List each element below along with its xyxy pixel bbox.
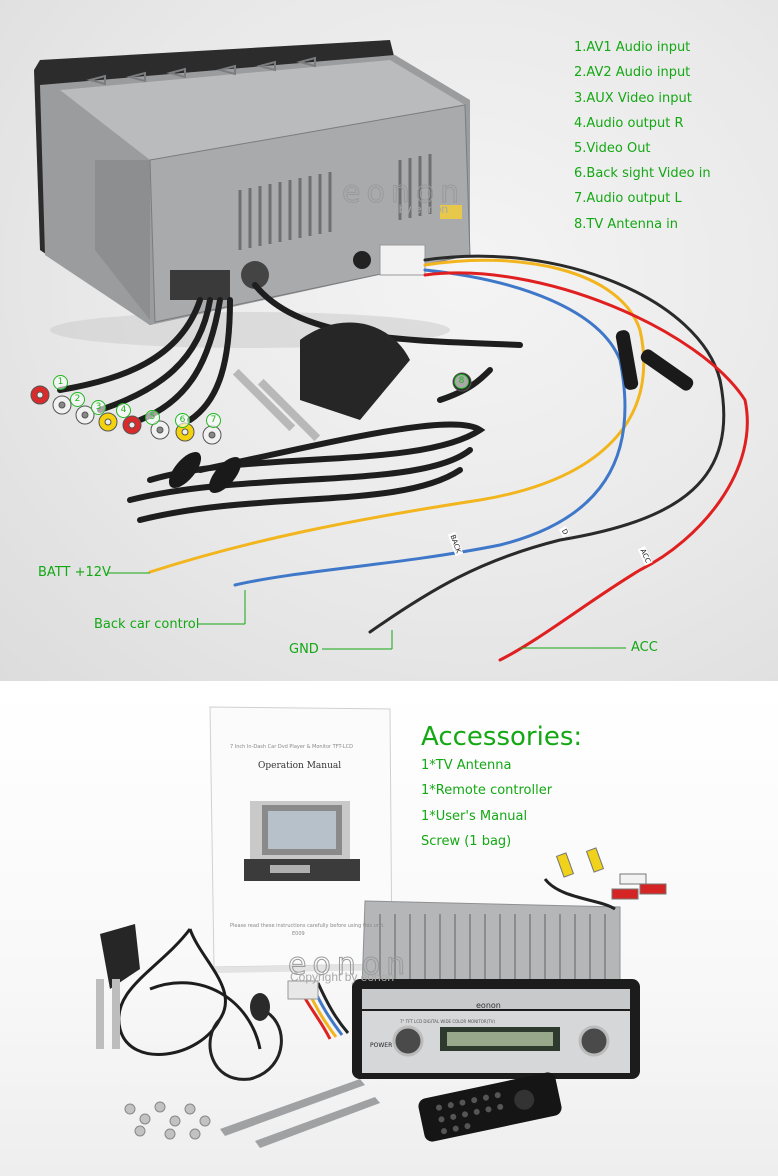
output-list-item-2: 2.AV2 Audio input bbox=[574, 65, 691, 80]
callout-acc: ACC bbox=[631, 640, 658, 655]
accessory-item-3: 1*User's Manual bbox=[421, 809, 528, 824]
manual-title: Operation Manual bbox=[258, 761, 342, 771]
output-list-item-7: 7.Audio output L bbox=[574, 191, 682, 206]
output-list-item-1: 1.AV1 Audio input bbox=[574, 40, 691, 55]
accessories-title: Accessories: bbox=[421, 722, 583, 752]
output-list-item-5: 5.Video Out bbox=[574, 141, 651, 156]
watermark-copyright: Copyright by eonon bbox=[344, 202, 449, 216]
connector-marker-6: 6 bbox=[175, 413, 190, 428]
output-list-item-6: 6.Back sight Video in bbox=[574, 166, 711, 181]
connector-marker-8: 8 bbox=[454, 374, 469, 389]
accessory-item-4: Screw (1 bag) bbox=[421, 834, 512, 849]
watermark-logo-bottom: eonon bbox=[287, 947, 412, 983]
head-unit-power-label: POWER bbox=[370, 1042, 393, 1049]
manual-model: E009 bbox=[292, 931, 305, 937]
connector-marker-2: 2 bbox=[70, 392, 85, 407]
callout-batt-12v: BATT +12V bbox=[38, 565, 111, 580]
output-list-item-8: 8.TV Antenna in bbox=[574, 217, 679, 232]
head-unit-brand: eonon bbox=[476, 1001, 501, 1010]
accessories-photo-illustration bbox=[96, 706, 667, 1148]
callout-gnd: GND bbox=[289, 642, 319, 657]
connector-marker-4: 4 bbox=[116, 403, 131, 418]
accessory-item-1: 1*TV Antenna bbox=[421, 758, 512, 773]
head-unit-panel-text: 7" TFT LCD DIGITAL WIDE COLOR MONITOR(TV… bbox=[400, 1019, 496, 1024]
accessories-photo-panel: 7 Inch In-Dash Car Dvd Player & Monitor … bbox=[0, 689, 778, 1176]
output-list-item-4: 4.Audio output R bbox=[574, 116, 684, 131]
connector-marker-7: 7 bbox=[206, 413, 221, 428]
manual-footer: Please read these instructions carefully… bbox=[230, 923, 385, 929]
panel-divider bbox=[0, 681, 778, 689]
connector-marker-5: 5 bbox=[145, 410, 160, 425]
accessory-item-2: 1*Remote controller bbox=[421, 783, 553, 798]
watermark-copyright-bottom: Copyright by eonon bbox=[290, 970, 395, 984]
manual-header: 7 Inch In-Dash Car Dvd Player & Monitor … bbox=[230, 744, 354, 750]
callout-back-car-control: Back car control bbox=[94, 617, 200, 632]
connector-marker-1: 1 bbox=[53, 375, 68, 390]
wiring-photo-panel: eonon Copyright by eonon 1 2 3 4 5 6 7 8… bbox=[0, 0, 778, 681]
watermark-logo: eonon bbox=[341, 175, 466, 211]
wiring-photo-illustration bbox=[30, 40, 749, 662]
output-list-item-3: 3.AUX Video input bbox=[574, 91, 692, 106]
connector-marker-3: 3 bbox=[91, 400, 106, 415]
